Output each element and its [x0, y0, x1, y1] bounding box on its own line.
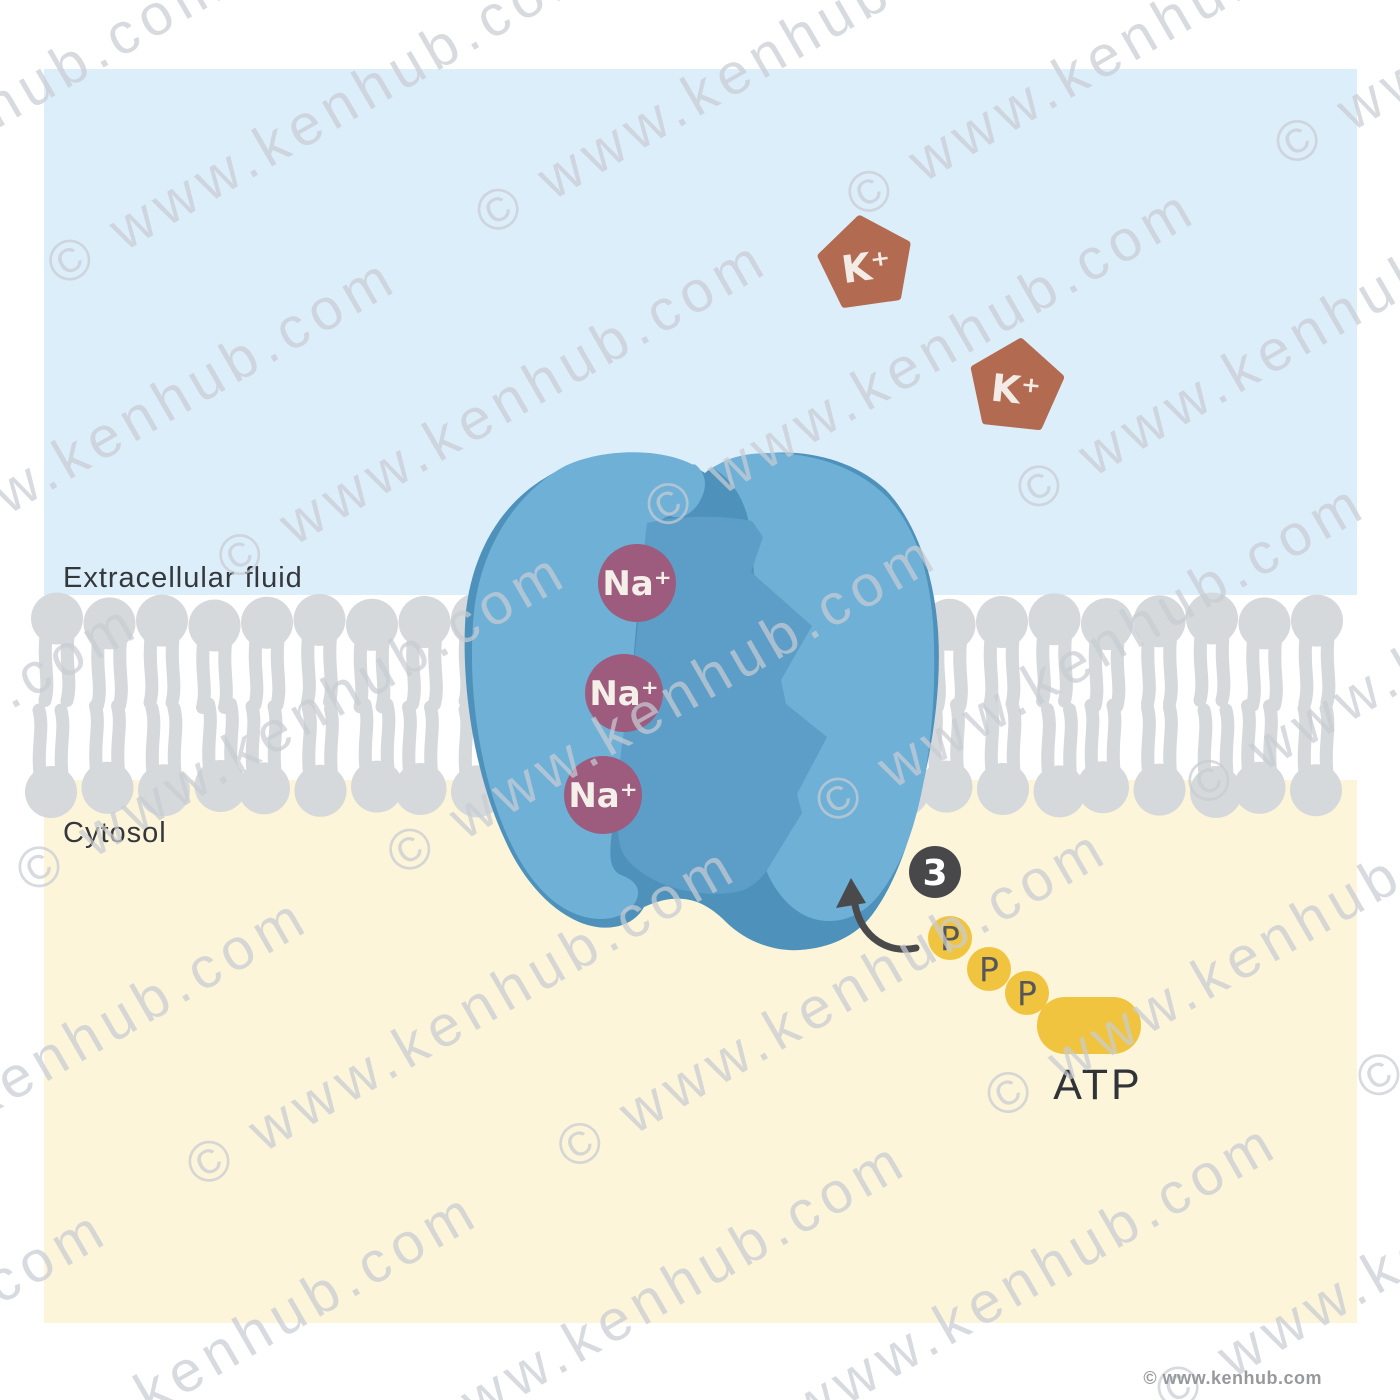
lipid [1190, 703, 1242, 818]
potassium-ion-label: K⁺ [839, 242, 894, 292]
sodium-ion: Na⁺ [598, 544, 676, 622]
lipid [1238, 597, 1291, 712]
lipid [294, 702, 347, 817]
phosphate-label: P [979, 950, 999, 989]
badge-number: 3 [922, 853, 947, 894]
phosphate-circle [1005, 971, 1049, 1015]
lipid [1081, 598, 1133, 713]
sodium-ions: Na⁺ Na⁺ Na⁺ [564, 544, 676, 834]
atp-label: ATP [1053, 1061, 1143, 1109]
lipid [81, 699, 134, 814]
sodium-ion-label: Na⁺ [589, 674, 658, 714]
lipid [394, 700, 447, 815]
lipid [31, 592, 83, 707]
lipid [1291, 594, 1343, 710]
phosphate-label: P [1017, 974, 1037, 1013]
sodium-ion-label: Na⁺ [568, 776, 637, 816]
lipid [1186, 592, 1238, 707]
sodium-ion-circle [598, 544, 676, 622]
potassium-ion: K⁺ [817, 215, 911, 308]
lipid [1233, 699, 1286, 814]
lipid [1133, 701, 1186, 816]
sodium-potassium-pump [464, 452, 939, 951]
kenhub-logo-line2: HUB [1343, 1360, 1379, 1375]
lipid [293, 593, 346, 709]
phosphorylation-arrow [836, 878, 920, 953]
kenhub-logo-line1: KEN [1343, 1344, 1379, 1359]
lipid [194, 697, 247, 812]
lipid [398, 596, 451, 711]
lipid [241, 596, 293, 712]
phosphate-group: P [928, 916, 972, 960]
pump-channel [616, 516, 827, 894]
extracellular-fluid-label: Extracellular fluid [63, 562, 303, 594]
lipid [136, 594, 188, 710]
step-3-badge: 3 [909, 846, 961, 898]
sodium-ion-label: Na⁺ [602, 564, 671, 604]
phosphate-circle [967, 947, 1011, 991]
phosphate-group: P [967, 947, 1011, 991]
lipid [83, 597, 136, 712]
sodium-ion: Na⁺ [564, 756, 642, 834]
arrow-head [836, 878, 866, 908]
phosphorylation-site-bump [831, 855, 873, 897]
lipid [1028, 593, 1081, 708]
phosphate-label: P [940, 919, 960, 958]
atp-body [1037, 997, 1141, 1054]
lipid [1077, 698, 1129, 814]
potassium-ion-pentagon [817, 215, 911, 308]
lipid [1133, 595, 1186, 710]
badge-circle [909, 846, 961, 898]
lipid [188, 599, 241, 714]
lipid [238, 699, 290, 815]
sodium-ion-circle [585, 654, 663, 732]
lipid [976, 596, 1028, 711]
phosphate-circle [928, 916, 972, 960]
lipid [346, 598, 398, 714]
footer-copyright: © www.kenhub.com [1143, 1368, 1322, 1388]
potassium-ion-label: K⁺ [989, 366, 1043, 415]
potassium-ion: K⁺ [970, 338, 1065, 430]
kenhub-logo: KEN HUB [1332, 1333, 1390, 1387]
lipid [977, 700, 1029, 815]
pump-cleft-curl [662, 464, 705, 518]
cytosol-label: Cytosol [63, 817, 167, 849]
lipid [1290, 701, 1342, 817]
lipid [351, 698, 403, 813]
lipid [138, 701, 190, 817]
atp-molecule: P P P [928, 916, 1141, 1054]
lipid [1033, 702, 1086, 818]
potassium-ions: K⁺ K⁺ [817, 215, 1065, 430]
arrow-shaft [851, 901, 920, 953]
potassium-ion-pentagon [970, 338, 1065, 430]
phosphate-group: P [1005, 971, 1049, 1015]
sodium-ion: Na⁺ [585, 654, 663, 732]
sodium-ion-circle [564, 756, 642, 834]
lipid [25, 703, 77, 818]
